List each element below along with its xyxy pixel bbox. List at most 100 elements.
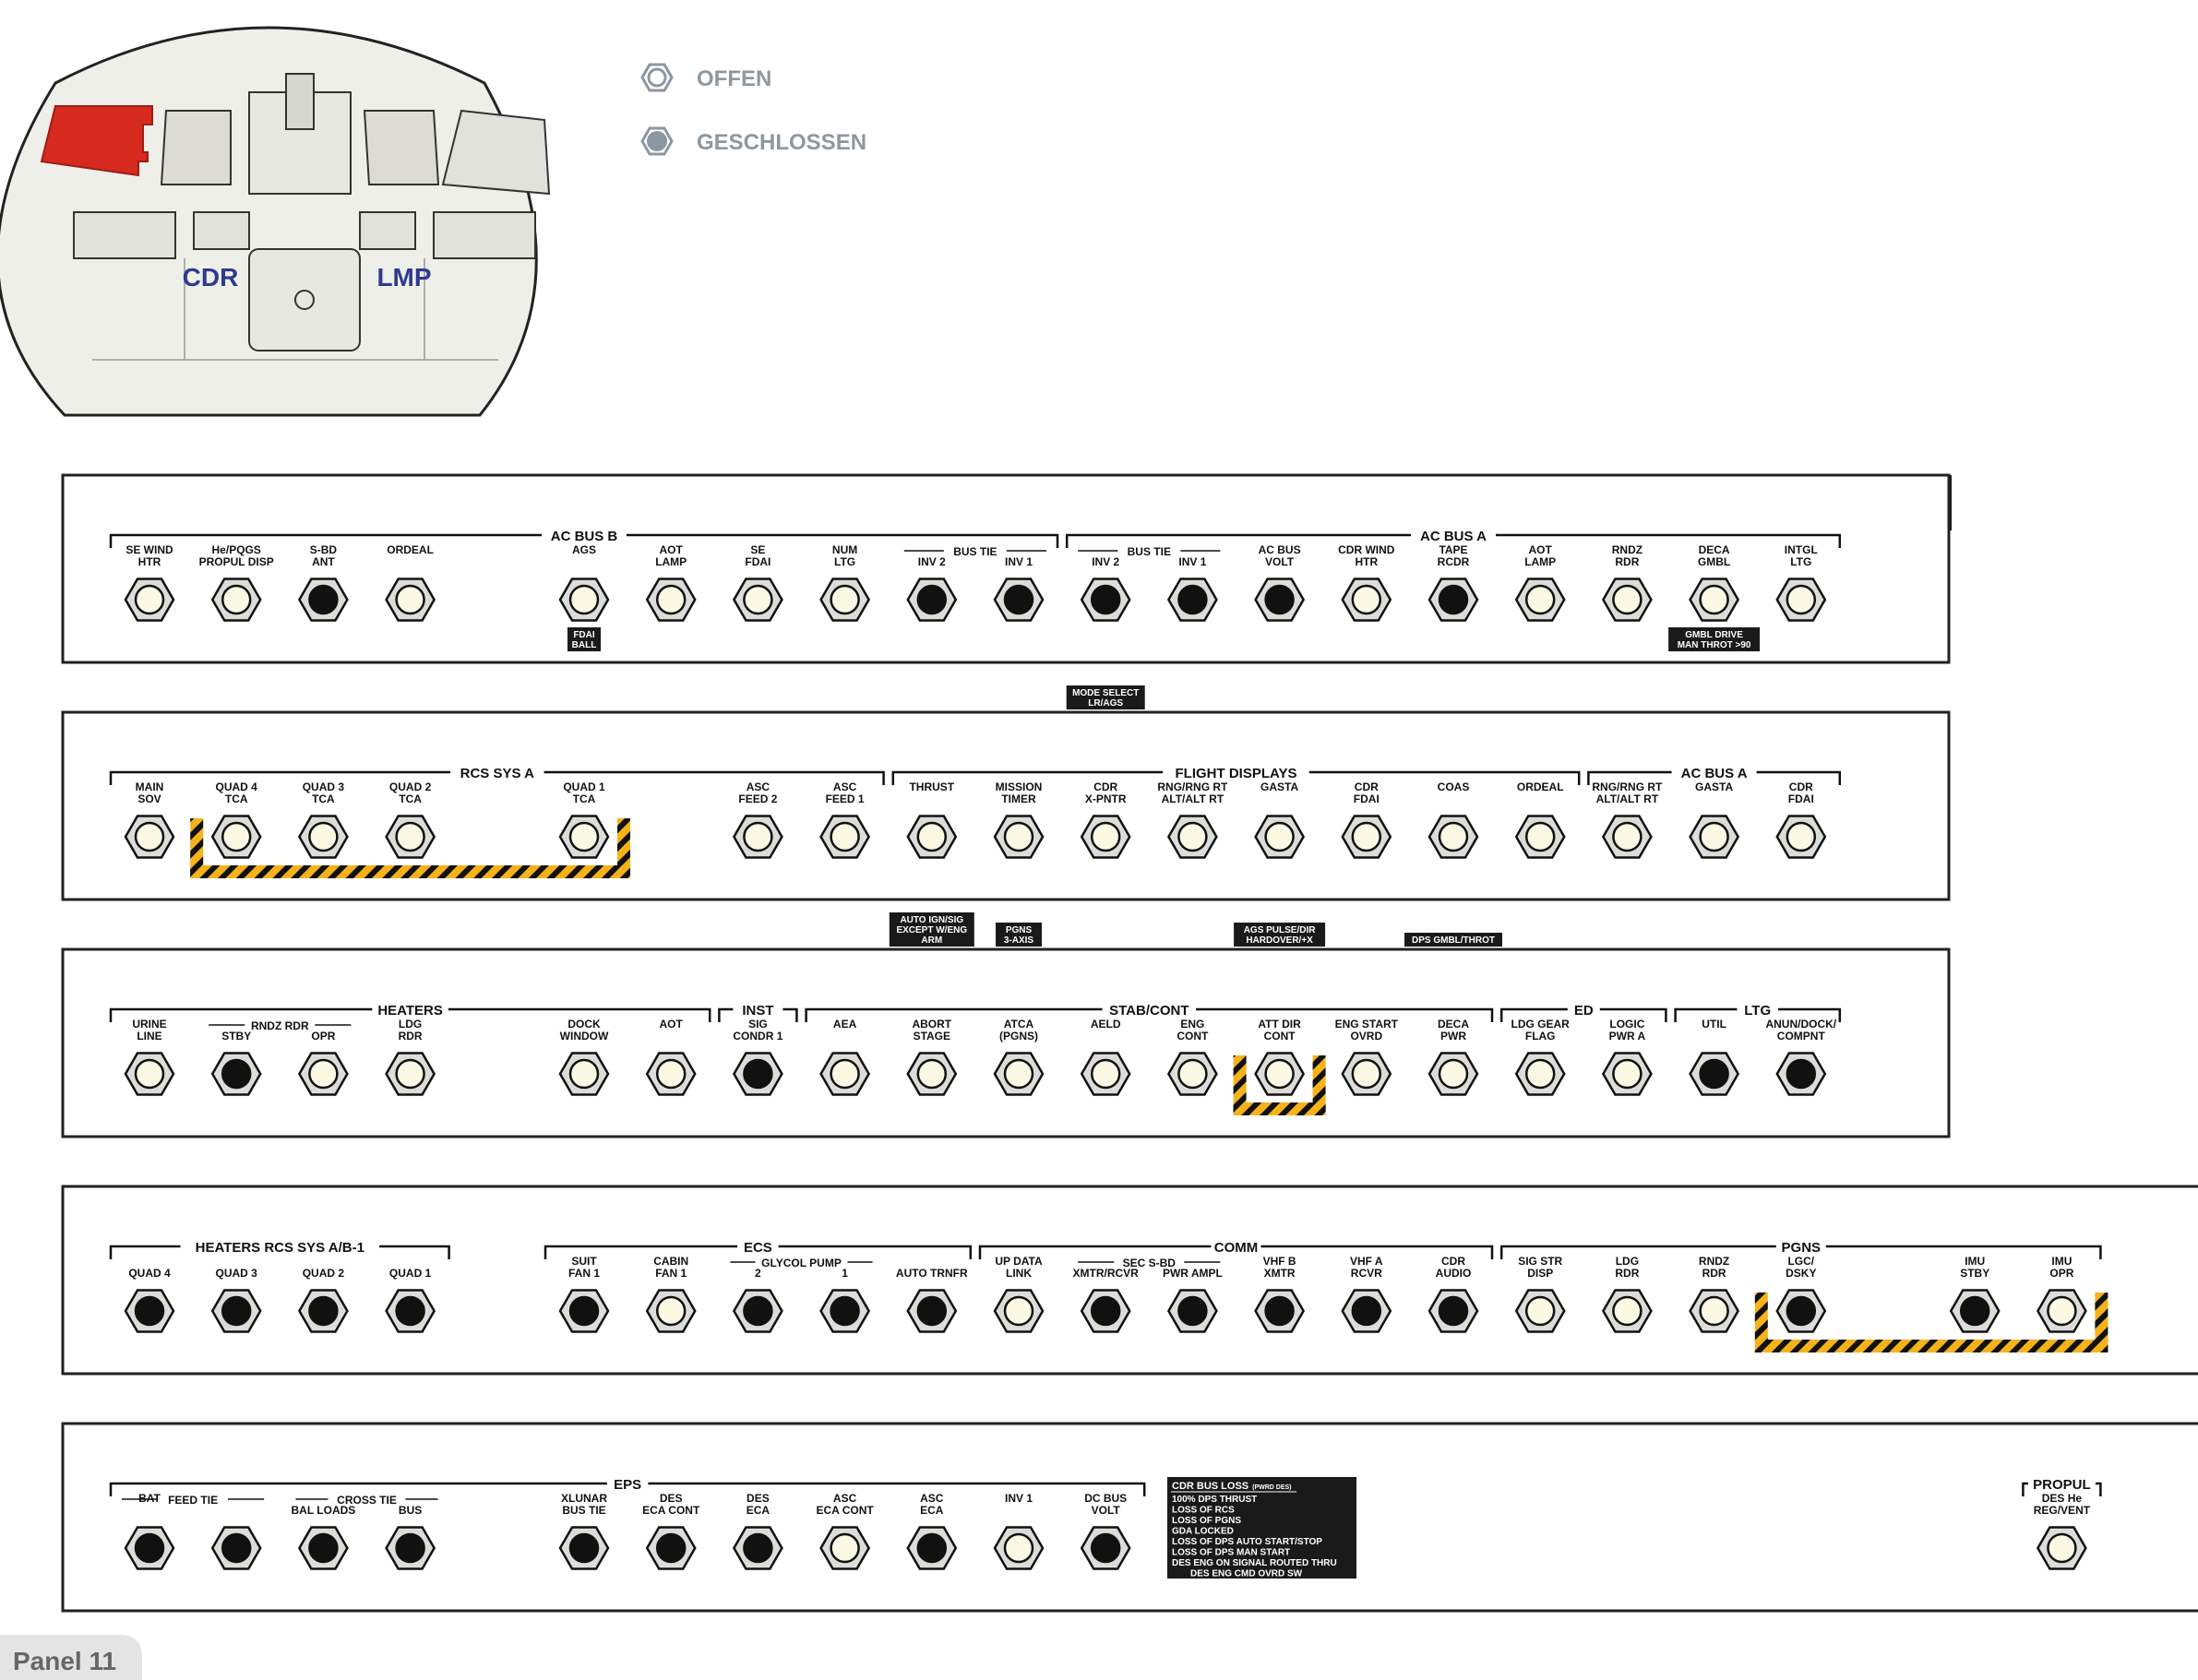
circuit-breaker[interactable]: ANUN/DOCK/COMPNT [1765, 1018, 1837, 1096]
circuit-breaker[interactable]: GASTA [1689, 780, 1740, 859]
circuit-breaker[interactable]: ORDEAL [1514, 780, 1566, 859]
circuit-breaker[interactable]: 2 [732, 1267, 783, 1333]
circuit-breaker[interactable]: INV 1 [993, 1492, 1045, 1570]
circuit-breaker[interactable]: OPR [297, 1030, 349, 1096]
breaker-label-line1: BAT [138, 1492, 161, 1505]
circuit-breaker[interactable]: AEA [819, 1018, 871, 1096]
circuit-breaker[interactable]: AOT [645, 1018, 697, 1096]
breaker-label-line2: REG/VENT [2034, 1504, 2091, 1517]
circuit-breaker[interactable]: INV 2 [1080, 555, 1131, 622]
closed-breaker-knob [395, 1295, 425, 1327]
circuit-breaker[interactable]: QUAD 4 [124, 1267, 175, 1333]
circuit-breaker[interactable]: ORDEAL [385, 543, 436, 622]
circuit-breaker[interactable]: BUS [385, 1504, 436, 1570]
circuit-breaker[interactable] [210, 1526, 262, 1570]
circuit-breaker[interactable]: THRUST [906, 780, 958, 859]
circuit-breaker[interactable]: INV 2 [906, 555, 958, 622]
closed-breaker-knob [308, 584, 339, 615]
circuit-breaker[interactable]: AGS [558, 543, 610, 622]
circuit-breaker[interactable]: QUAD 2 [297, 1267, 349, 1333]
circuit-breaker[interactable]: LGC/DSKY [1775, 1255, 1827, 1333]
circuit-breaker[interactable]: ATCA(PGNS) [993, 1018, 1045, 1096]
circuit-breaker[interactable]: AUTO TRNFR [896, 1267, 968, 1333]
open-breaker-knob [1612, 1295, 1643, 1327]
subgroup-label: RNDZ RDR [251, 1019, 309, 1032]
circuit-breaker[interactable]: QUAD 3 [210, 1267, 262, 1333]
circuit-breaker[interactable]: QUAD 1 [385, 1267, 436, 1333]
circuit-breaker[interactable]: BAL LOADS [292, 1504, 356, 1570]
circuit-breaker[interactable]: INV 1 [1166, 555, 1218, 622]
circuit-breaker[interactable]: XMTR/RCVR [1073, 1267, 1140, 1333]
circuit-breaker[interactable]: STBY [210, 1030, 262, 1096]
circuit-breaker[interactable]: AELD [1080, 1018, 1131, 1096]
circuit-breaker[interactable]: BAT [124, 1492, 175, 1570]
breaker-label-line1: He/PQGS [212, 543, 261, 556]
open-breaker-knob [1264, 821, 1295, 852]
circuit-breaker[interactable]: PWR AMPL [1163, 1267, 1223, 1333]
circuit-breaker[interactable]: GASTA [1254, 780, 1306, 859]
circuit-breaker[interactable]: COAS [1428, 780, 1479, 859]
circuit-breaker[interactable]: UTIL [1689, 1018, 1740, 1096]
annotation-text: 3-AXIS [1004, 935, 1034, 946]
breaker-label-line1: THRUST [909, 780, 954, 793]
circuit-breaker[interactable]: INV 1 [993, 555, 1045, 622]
circuit-breaker[interactable]: 1 [819, 1267, 871, 1333]
